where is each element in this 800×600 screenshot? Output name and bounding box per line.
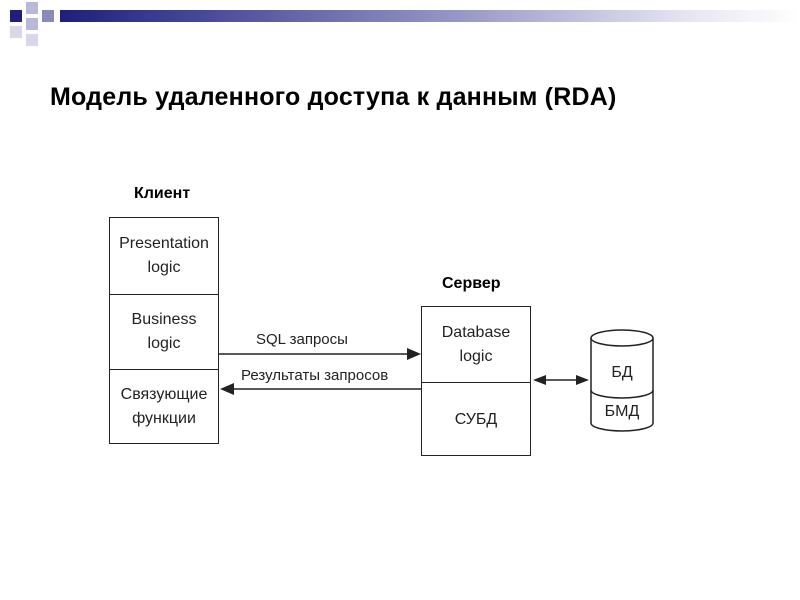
query-results-arrow	[220, 383, 421, 395]
client-layer-middleware: Связующие функции	[110, 369, 218, 444]
deco-square	[42, 10, 54, 22]
server-layer-dbms: СУБД	[422, 382, 530, 456]
client-layer-business: Business logic	[110, 294, 218, 369]
deco-square	[26, 34, 38, 46]
sql-requests-arrow	[219, 348, 421, 360]
deco-square	[26, 18, 38, 30]
server-box: Database logic СУБД	[421, 306, 531, 456]
database-bottom-label: БМД	[605, 403, 640, 420]
database-top-label: БД	[611, 364, 633, 381]
deco-square	[26, 2, 38, 14]
database-cylinder-icon: БД БМД	[590, 329, 654, 432]
client-layer-presentation: Presentation logic	[119, 235, 209, 276]
header-gradient-band	[60, 10, 800, 22]
deco-square	[10, 26, 22, 38]
server-heading: Сервер	[442, 275, 501, 292]
query-results-label: Результаты запросов	[241, 367, 389, 384]
database-link-arrow	[533, 375, 589, 385]
client-heading: Клиент	[134, 185, 191, 202]
sql-requests-label: SQL запросы	[256, 331, 348, 348]
deco-square	[10, 10, 22, 22]
slide-title: Модель удаленного доступа к данным (RDA)	[50, 83, 617, 111]
server-layer-database-logic: Database logic	[441, 323, 511, 365]
client-box: Presentation logic Business logic Связую…	[109, 217, 219, 444]
